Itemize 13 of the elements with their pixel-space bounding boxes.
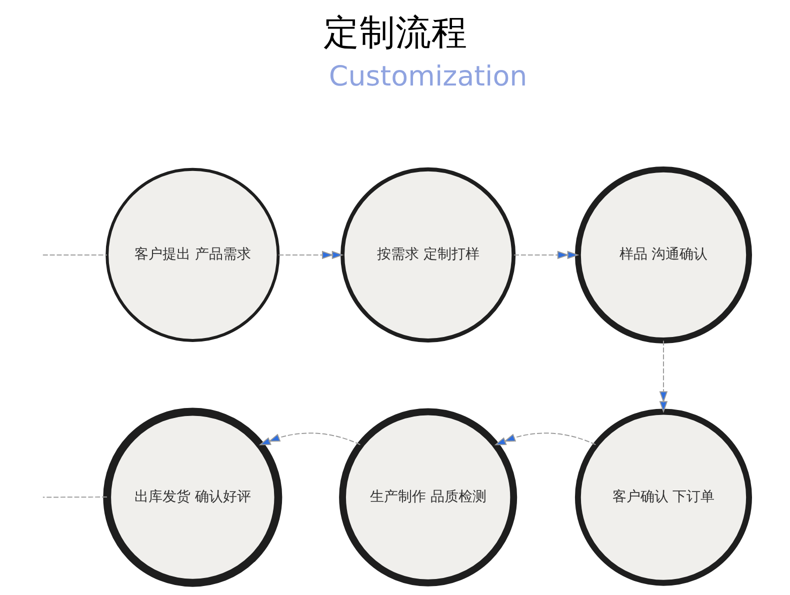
node-circle: 客户提出 产品需求 [105, 168, 280, 342]
label: Customization [328, 60, 527, 93]
node-circle: 样品 沟通确认 [574, 166, 752, 344]
arrow [278, 250, 344, 260]
connector [42, 254, 107, 256]
node-circle: 按需求 定制打样 [340, 167, 516, 342]
arrow [658, 340, 668, 414]
diagram-title: 定制流程 [323, 12, 467, 54]
arrow [258, 432, 360, 446]
arrow [513, 250, 579, 260]
connector [42, 496, 107, 498]
node-circle: 客户确认 下订单 [574, 408, 752, 586]
arrow [494, 432, 596, 446]
